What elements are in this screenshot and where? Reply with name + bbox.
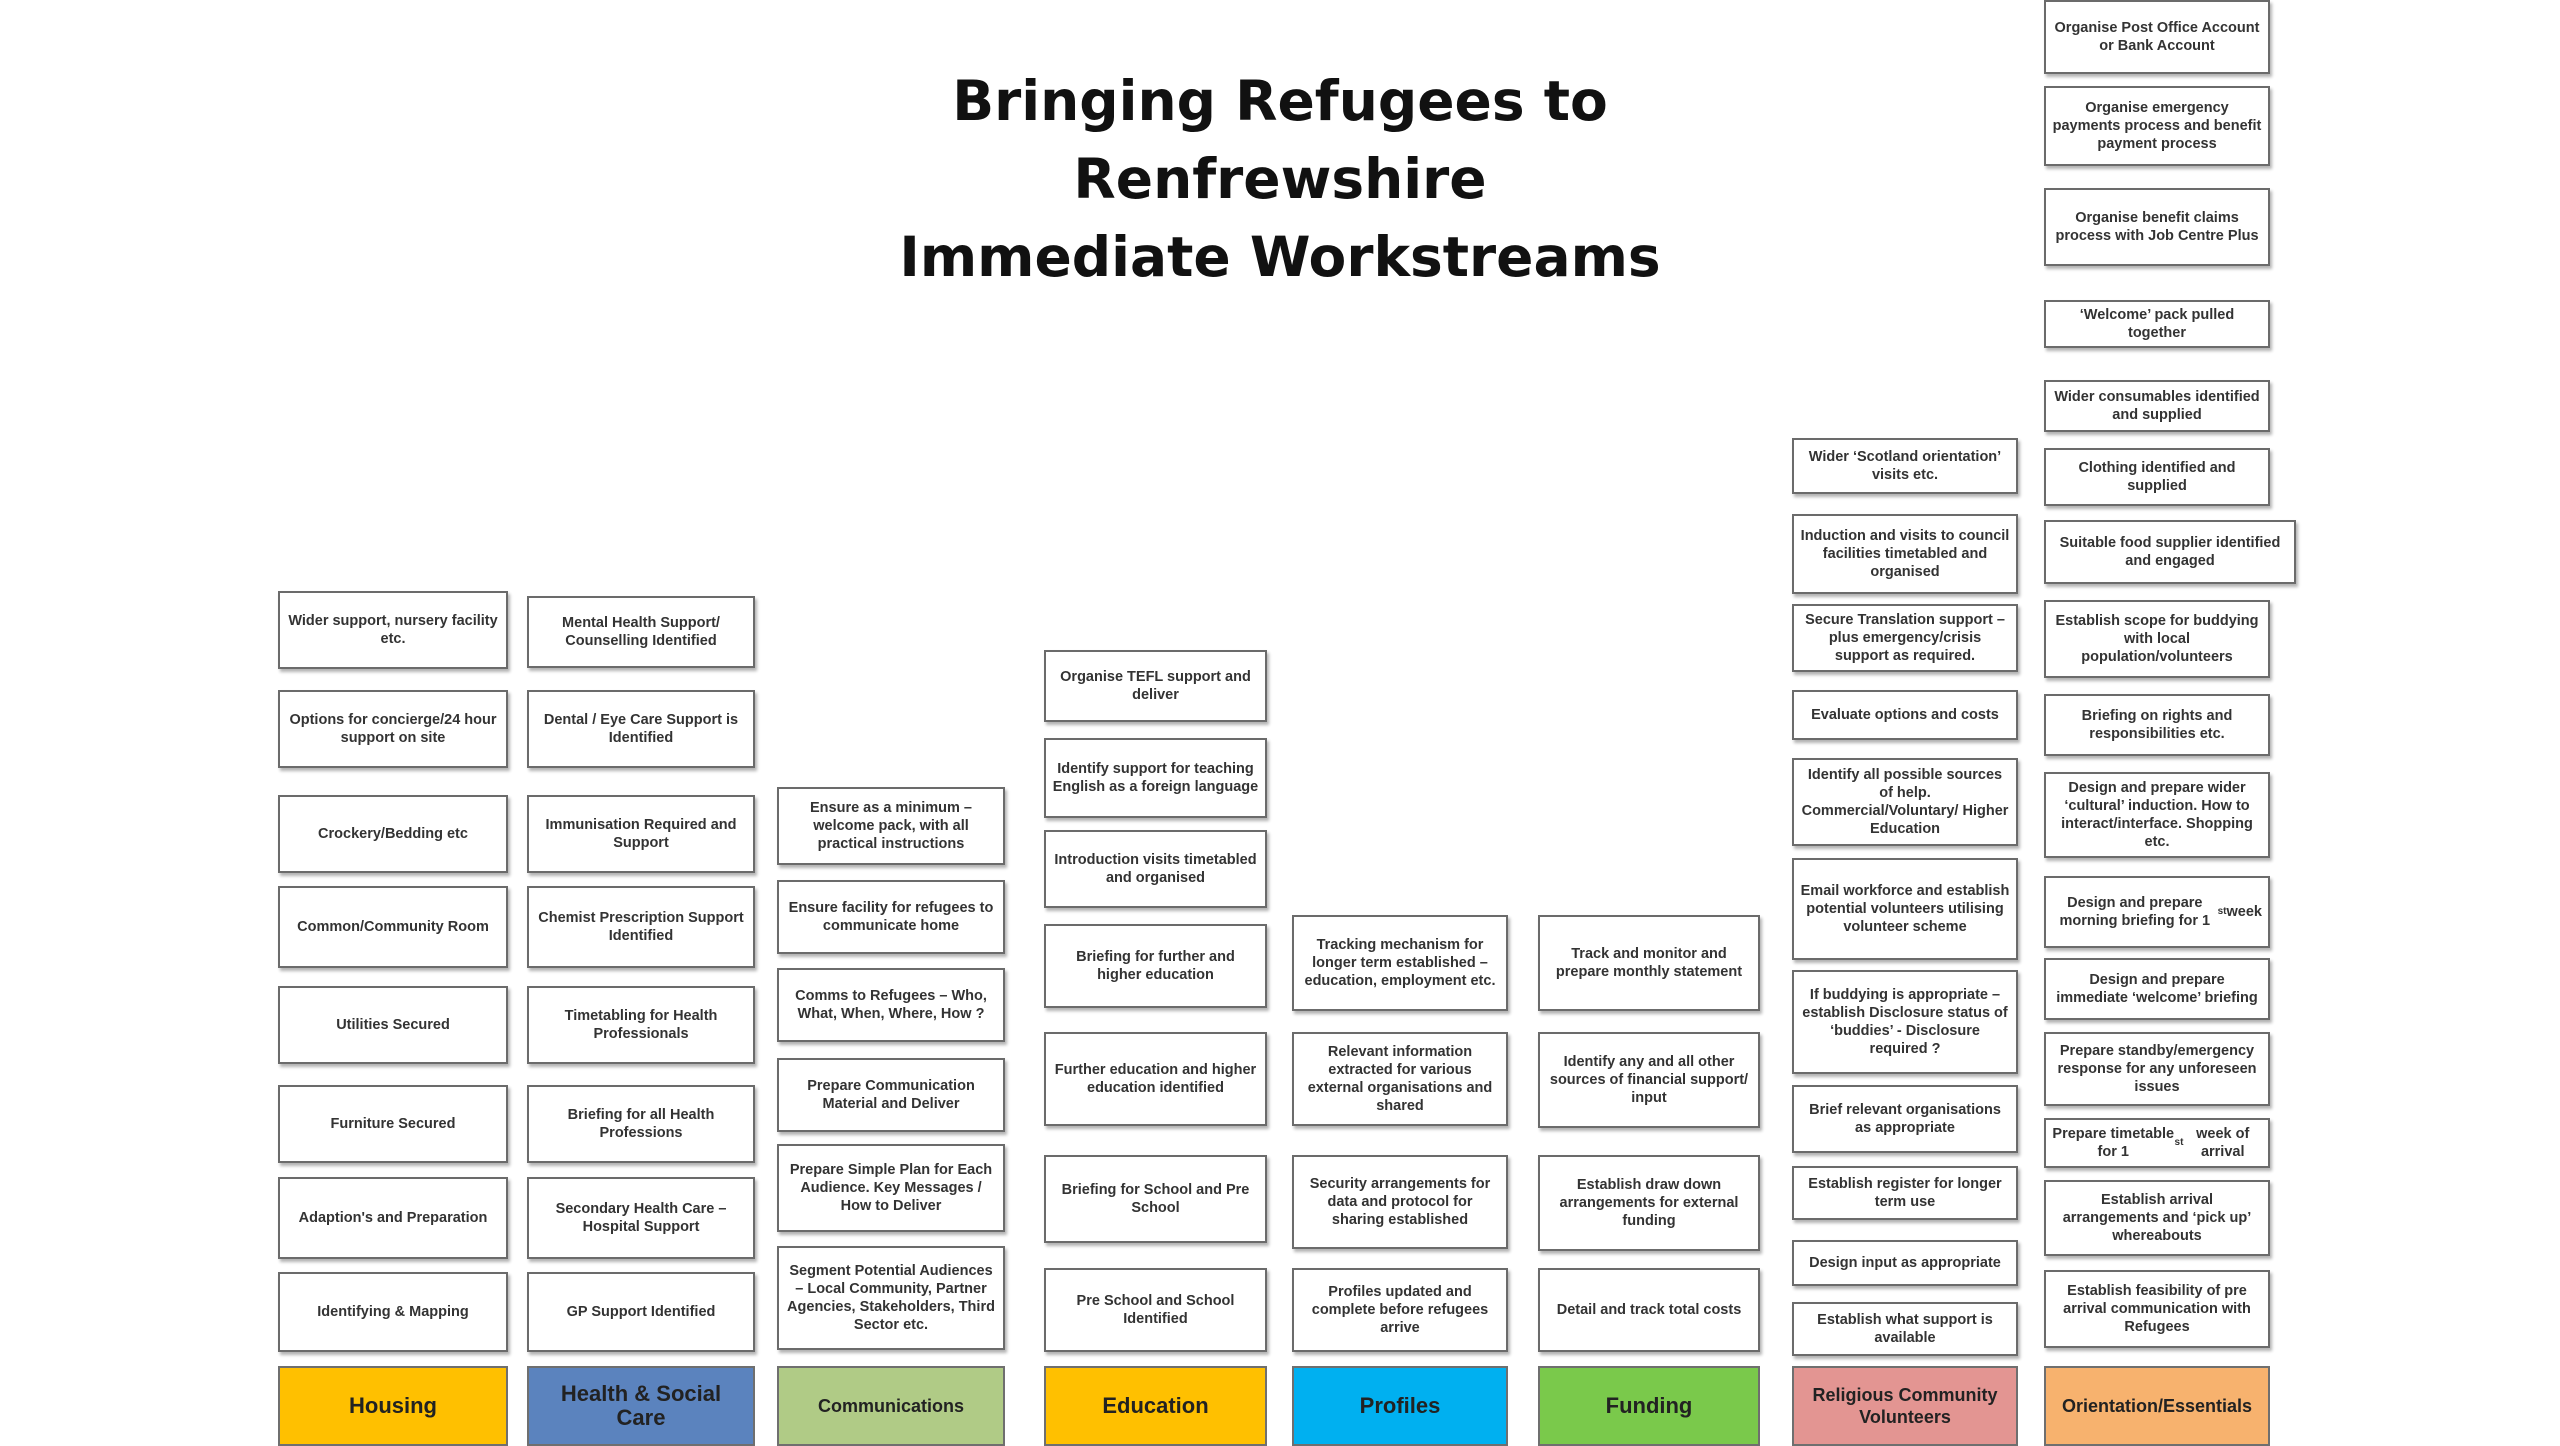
workstream-card: Wider ‘Scotland orientation’ visits etc. [1792,438,2018,494]
workstream-card: Detail and track total costs [1538,1268,1760,1352]
workstream-card: Wider support, nursery facility etc. [278,591,508,669]
workstream-card: Relevant information extracted for vario… [1292,1032,1508,1126]
workstream-card: Establish what support is available [1792,1302,2018,1356]
workstream-card: Identify all possible sources of help. C… [1792,758,2018,846]
funding-header: Funding [1538,1366,1760,1446]
workstream-card: Prepare Simple Plan for Each Audience. K… [777,1144,1005,1232]
workstream-card: Briefing for further and higher educatio… [1044,924,1267,1008]
workstream-card: Briefing for all Health Professions [527,1085,755,1163]
workstream-card: Track and monitor and prepare monthly st… [1538,915,1760,1011]
workstream-card: Establish register for longer term use [1792,1166,2018,1220]
workstream-card: Mental Health Support/ Counselling Ident… [527,596,755,668]
workstream-card: Introduction visits timetabled and organ… [1044,830,1267,908]
workstream-card: GP Support Identified [527,1272,755,1352]
workstream-card: Establish draw down arrangements for ext… [1538,1155,1760,1251]
workstream-card: Briefing for School and Pre School [1044,1155,1267,1243]
workstream-card: Induction and visits to council faciliti… [1792,514,2018,594]
workstream-card: Crockery/Bedding etc [278,795,508,873]
workstream-card: Timetabling for Health Professionals [527,986,755,1064]
workstream-card: Prepare Communication Material and Deliv… [777,1058,1005,1132]
workstream-card: ‘Welcome’ pack pulled together [2044,300,2270,348]
workstream-card: Identifying & Mapping [278,1272,508,1352]
workstream-card: Secondary Health Care – Hospital Support [527,1177,755,1259]
workstream-card: Suitable food supplier identified and en… [2044,520,2296,584]
workstream-card: Furniture Secured [278,1085,508,1163]
workstream-card: Identify support for teaching English as… [1044,738,1267,818]
workstream-card: Briefing on rights and responsibilities … [2044,694,2270,756]
workstream-card: Comms to Refugees – Who, What, When, Whe… [777,968,1005,1042]
workstream-card: Adaption's and Preparation [278,1177,508,1259]
workstream-card: Design and prepare morning briefing for … [2044,876,2270,948]
workstream-card: Wider consumables identified and supplie… [2044,380,2270,432]
workstream-card: Options for concierge/24 hour support on… [278,690,508,768]
workstream-card: Design and prepare wider ‘cultural’ indu… [2044,772,2270,858]
title-line-1: Bringing Refugees to [952,69,1608,133]
workstream-card: Tracking mechanism for longer term estab… [1292,915,1508,1011]
title-line-3: Immediate Workstreams [899,225,1661,289]
workstream-card: Organise benefit claims process with Job… [2044,188,2270,266]
workstream-card: Dental / Eye Care Support is Identified [527,690,755,768]
communications-header: Communications [777,1366,1005,1446]
workstream-card: Profiles updated and complete before ref… [1292,1268,1508,1352]
workstream-card: Identify any and all other sources of fi… [1538,1032,1760,1128]
workstream-card: Design input as appropriate [1792,1240,2018,1286]
orientation-header: Orientation/Essentials [2044,1366,2270,1446]
workstream-card: Common/Community Room [278,886,508,968]
workstream-card: Ensure facility for refugees to communic… [777,880,1005,954]
workstream-card: Segment Potential Audiences – Local Comm… [777,1246,1005,1350]
health-header: Health & Social Care [527,1366,755,1446]
workstream-card: Establish scope for buddying with local … [2044,600,2270,678]
workstream-card: Establish arrival arrangements and ‘pick… [2044,1180,2270,1256]
workstream-card: Organise emergency payments process and … [2044,86,2270,166]
workstream-card: Further education and higher education i… [1044,1032,1267,1126]
workstream-card: Ensure as a minimum – welcome pack, with… [777,787,1005,865]
workstream-card: Pre School and School Identified [1044,1268,1267,1352]
workstream-card: If buddying is appropriate – establish D… [1792,970,2018,1074]
workstream-card: Brief relevant organisations as appropri… [1792,1085,2018,1153]
workstream-card: Email workforce and establish potential … [1792,858,2018,960]
housing-header: Housing [278,1366,508,1446]
workstream-card: Organise Post Office Account or Bank Acc… [2044,0,2270,74]
page-title: Bringing Refugees to Renfrewshire Immedi… [840,62,1720,296]
workstream-card: Design and prepare immediate ‘welcome’ b… [2044,958,2270,1020]
workstream-card: Chemist Prescription Support Identified [527,886,755,968]
workstream-card: Evaluate options and costs [1792,690,2018,740]
workstream-card: Security arrangements for data and proto… [1292,1155,1508,1249]
religious-header: Religious Community Volunteers [1792,1366,2018,1446]
workstream-card: Immunisation Required and Support [527,795,755,873]
workstream-card: Clothing identified and supplied [2044,448,2270,506]
workstream-card: Prepare standby/emergency response for a… [2044,1032,2270,1106]
title-line-2: Renfrewshire [1073,147,1487,211]
education-header: Education [1044,1366,1267,1446]
workstream-card: Organise TEFL support and deliver [1044,650,1267,722]
profiles-header: Profiles [1292,1366,1508,1446]
workstream-card: Establish feasibility of pre arrival com… [2044,1270,2270,1348]
workstream-card: Utilities Secured [278,986,508,1064]
workstream-card: Secure Translation support – plus emerge… [1792,604,2018,672]
